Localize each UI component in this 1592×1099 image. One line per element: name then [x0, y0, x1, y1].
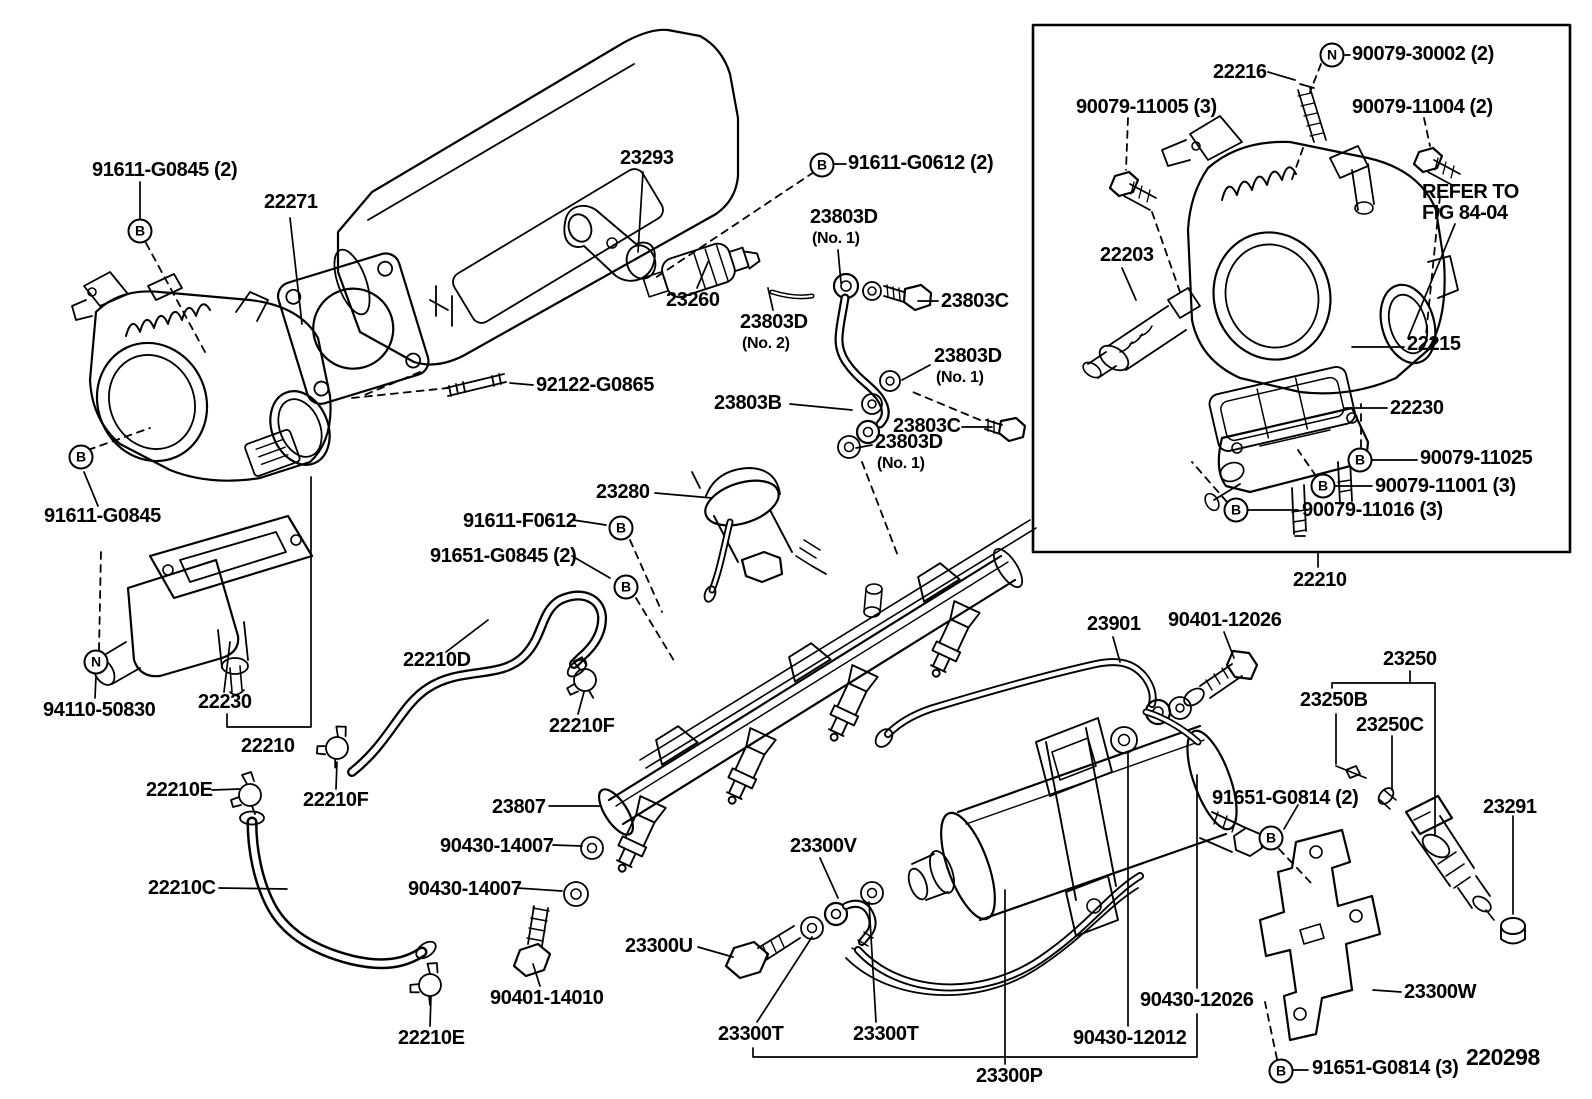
banjo-bottom	[724, 872, 1144, 996]
part-label-90401-12026-36: 90401-12026	[1168, 609, 1282, 631]
part-label-23300u-30: 23300U	[625, 935, 693, 957]
callout-circle-b-7: B	[1347, 447, 1373, 473]
inset-box	[1031, 23, 1572, 554]
part-label-22203-50: 22203	[1100, 244, 1154, 266]
return-pipe-23901	[874, 649, 1259, 754]
callout-circle-b-6: B	[1268, 1058, 1294, 1084]
part-label-22210-19: 22210	[241, 735, 295, 757]
part-label-22210f-21: 22210F	[549, 715, 615, 737]
part-label-23803d-6: 23803D(No. 2)	[740, 311, 808, 352]
intake-manifold	[333, 28, 740, 366]
part-label-91611-g0845-2--0: 91611-G0845 (2)	[92, 159, 238, 181]
part-label-23300t-33: 23300T	[853, 1023, 919, 1045]
cold-start-injector	[642, 242, 1027, 459]
part-label-23280-13: 23280	[596, 481, 650, 503]
callout-circle-n-11: N	[1319, 42, 1345, 68]
part-label-23901-35: 23901	[1087, 613, 1141, 635]
leader-lines	[83, 54, 1514, 1071]
part-label-22216-47: 22216	[1213, 61, 1267, 83]
fuel-rail	[597, 519, 1037, 879]
part-label-22230-18: 22230	[198, 691, 252, 713]
diagram-code: 220298	[1466, 1044, 1540, 1070]
part-label-90430-12012-44: 90430-12012	[1073, 1027, 1187, 1049]
part-label-sub: (No. 1)	[812, 230, 860, 247]
part-label-90079-11016-3--55: 90079-11016 (3)	[1302, 499, 1443, 521]
callout-circle-n-10: N	[83, 649, 109, 675]
part-label-23260-5: 23260	[666, 289, 720, 311]
part-label-23300v-31: 23300V	[790, 835, 857, 857]
part-label-22210d-20: 22210D	[403, 649, 471, 671]
pressure-regulator	[691, 467, 827, 603]
injector-23250	[1345, 765, 1526, 945]
isc-valve	[92, 514, 314, 696]
part-label-23803c-11: 23803C	[893, 415, 961, 437]
part-label-22210e-29: 22210E	[398, 1027, 465, 1049]
part-label-23803b-10: 23803B	[714, 392, 782, 414]
part-label-23300t-32: 23300T	[718, 1023, 784, 1045]
hose-22210d	[347, 590, 608, 777]
part-label-94110-50830-17: 94110-50830	[43, 699, 156, 721]
part-label-sub: (No. 2)	[742, 335, 790, 352]
part-label-23250-37: 23250	[1383, 648, 1437, 670]
part-label-23807-25: 23807	[492, 796, 546, 818]
part-label-90430-12026-43: 90430-12026	[1140, 989, 1254, 1011]
part-label-23803c-7: 23803C	[941, 290, 1009, 312]
part-label-90079-11005-3--48: 90079-11005 (3)	[1076, 96, 1217, 118]
part-label-23250b-38: 23250B	[1300, 689, 1368, 711]
part-label-23293-2: 23293	[620, 147, 674, 169]
part-label-92122-g0865-8: 92122-G0865	[536, 374, 654, 396]
callout-circle-b-1: B	[68, 444, 94, 470]
part-label-23300p-34: 23300P	[976, 1065, 1043, 1087]
part-label-22230-52: 22230	[1390, 397, 1444, 419]
part-label-90430-14007-27: 90430-14007	[408, 878, 522, 900]
part-label-22210-56: 22210	[1293, 569, 1347, 591]
part-label-91611-g0845-16: 91611-G0845	[44, 505, 161, 527]
callout-circle-b-4: B	[613, 574, 639, 600]
part-label-sub: (No. 1)	[936, 369, 984, 386]
dashed-leader-lines	[87, 63, 1441, 1060]
part-label-22210c-24: 22210C	[148, 877, 216, 899]
bracket-23300w	[1258, 828, 1382, 1042]
refer-note-line1: REFER TO	[1422, 181, 1519, 203]
part-label-23250c-39: 23250C	[1356, 714, 1424, 736]
callout-circle-b-8: B	[1310, 473, 1336, 499]
callout-circle-b-3: B	[608, 515, 634, 541]
part-label-23300w-42: 23300W	[1404, 981, 1477, 1003]
refer-note-line2: FIG 84-04	[1422, 202, 1508, 224]
part-label-90079-11004-2--49: 90079-11004 (2)	[1352, 96, 1493, 118]
stud-92122	[445, 373, 507, 397]
part-label-91651-g0845-2--15: 91651-G0845 (2)	[430, 545, 577, 567]
part-label-91651-g0814-3--45: 91651-G0814 (3)	[1312, 1057, 1459, 1079]
callout-circle-b-2: B	[809, 152, 835, 178]
part-label-91611-g0612-2--3: 91611-G0612 (2)	[848, 152, 994, 174]
part-label-91651-g0814-2--40: 91651-G0814 (2)	[1212, 787, 1359, 809]
part-label-90430-14007-26: 90430-14007	[440, 835, 554, 857]
part-label-22210e-22: 22210E	[146, 779, 213, 801]
callout-circle-b-5: B	[1258, 825, 1284, 851]
part-23293	[563, 204, 657, 282]
part-label-90079-30002-2--46: 90079-30002 (2)	[1352, 43, 1494, 65]
callout-circle-b-9: B	[1223, 497, 1249, 523]
refer-note: REFER TO FIG 84-04	[1422, 182, 1519, 224]
part-label-sub: (No. 1)	[877, 455, 925, 472]
part-label-23803d-12: 23803D(No. 1)	[875, 431, 943, 472]
bolt-90401-14010	[512, 836, 604, 978]
part-label-90079-11001-3--54: 90079-11001 (3)	[1375, 475, 1516, 497]
part-label-22215-51: 22215	[1407, 333, 1461, 355]
part-label-90079-11025-53: 90079-11025	[1420, 447, 1533, 469]
part-label-23291-41: 23291	[1483, 796, 1537, 818]
callout-circle-b-0: B	[127, 218, 153, 244]
part-label-22271-1: 22271	[264, 191, 318, 213]
part-label-90401-14010-28: 90401-14010	[490, 987, 604, 1009]
part-label-22210f-23: 22210F	[303, 789, 369, 811]
hose-22210c	[239, 810, 437, 970]
part-label-91611-f0612-14: 91611-F0612	[463, 510, 577, 532]
part-label-23803d-9: 23803D(No. 1)	[934, 345, 1002, 386]
part-label-23803d-4: 23803D(No. 1)	[810, 206, 878, 247]
fuel-filter	[907, 708, 1263, 937]
